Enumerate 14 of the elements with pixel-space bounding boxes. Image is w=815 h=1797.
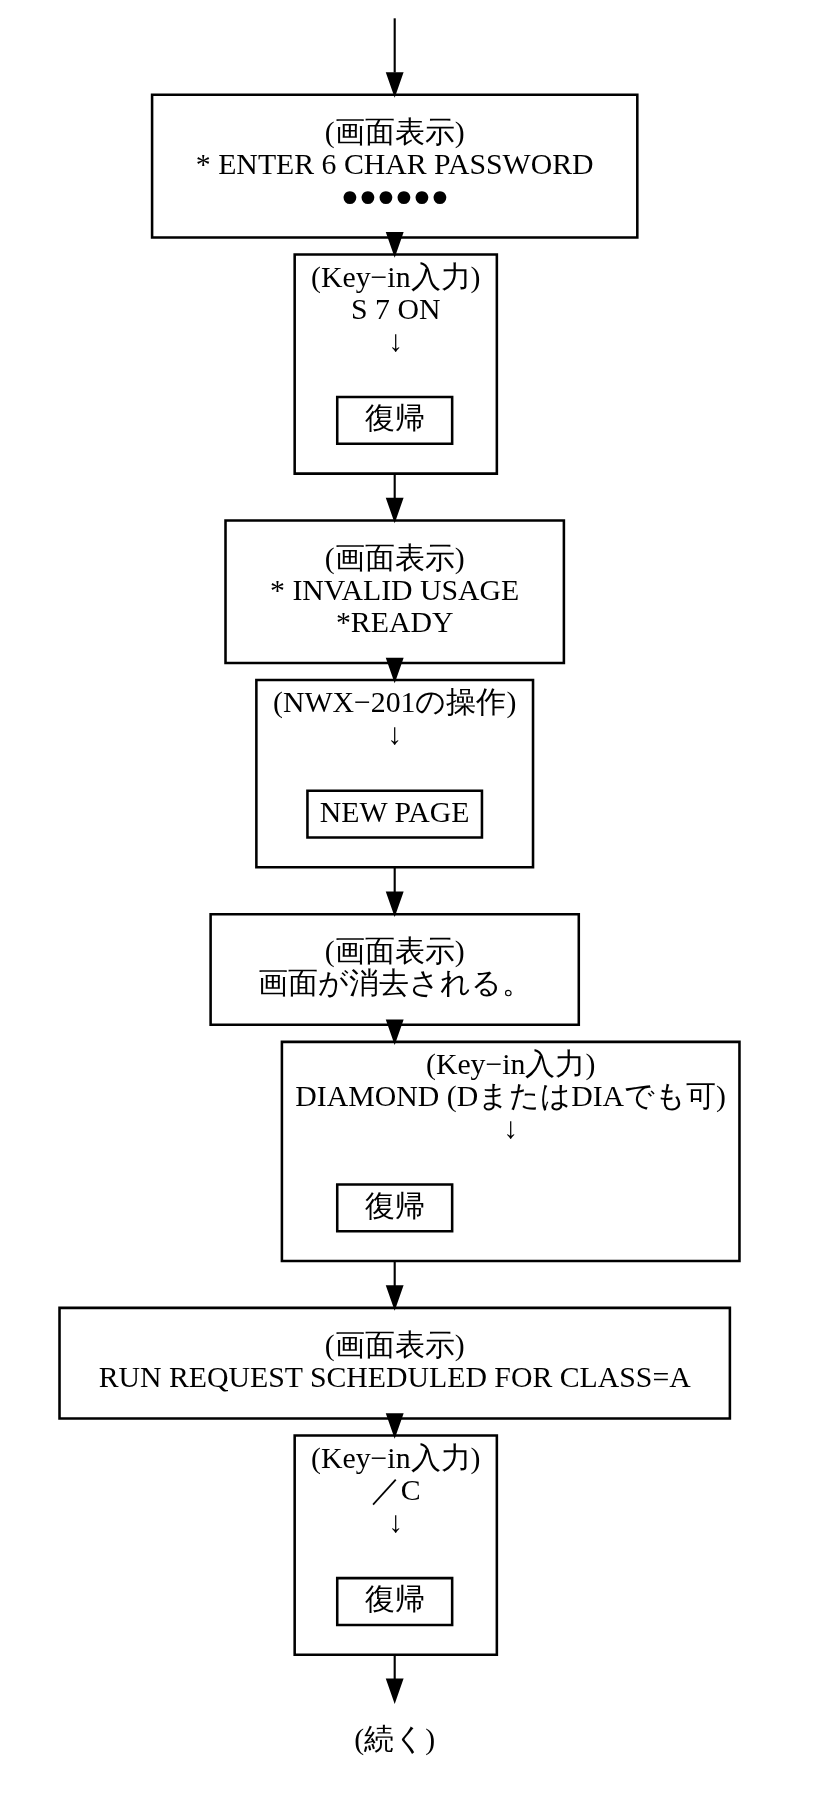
arrow [385, 1413, 404, 1439]
node-box: 復帰 [335, 395, 453, 446]
arrow [385, 1261, 404, 1311]
node-box: 復帰 [335, 1183, 453, 1233]
node-text: (続く) [353, 1721, 435, 1755]
arrow [385, 18, 404, 98]
arrow [385, 473, 404, 524]
arrow [385, 657, 404, 684]
arrow [385, 1019, 404, 1046]
node-box: 復帰 [335, 1576, 453, 1627]
arrow [385, 232, 404, 258]
arrow [385, 867, 404, 918]
arrow [385, 1654, 404, 1705]
node-box: NEW PAGE [305, 789, 483, 839]
